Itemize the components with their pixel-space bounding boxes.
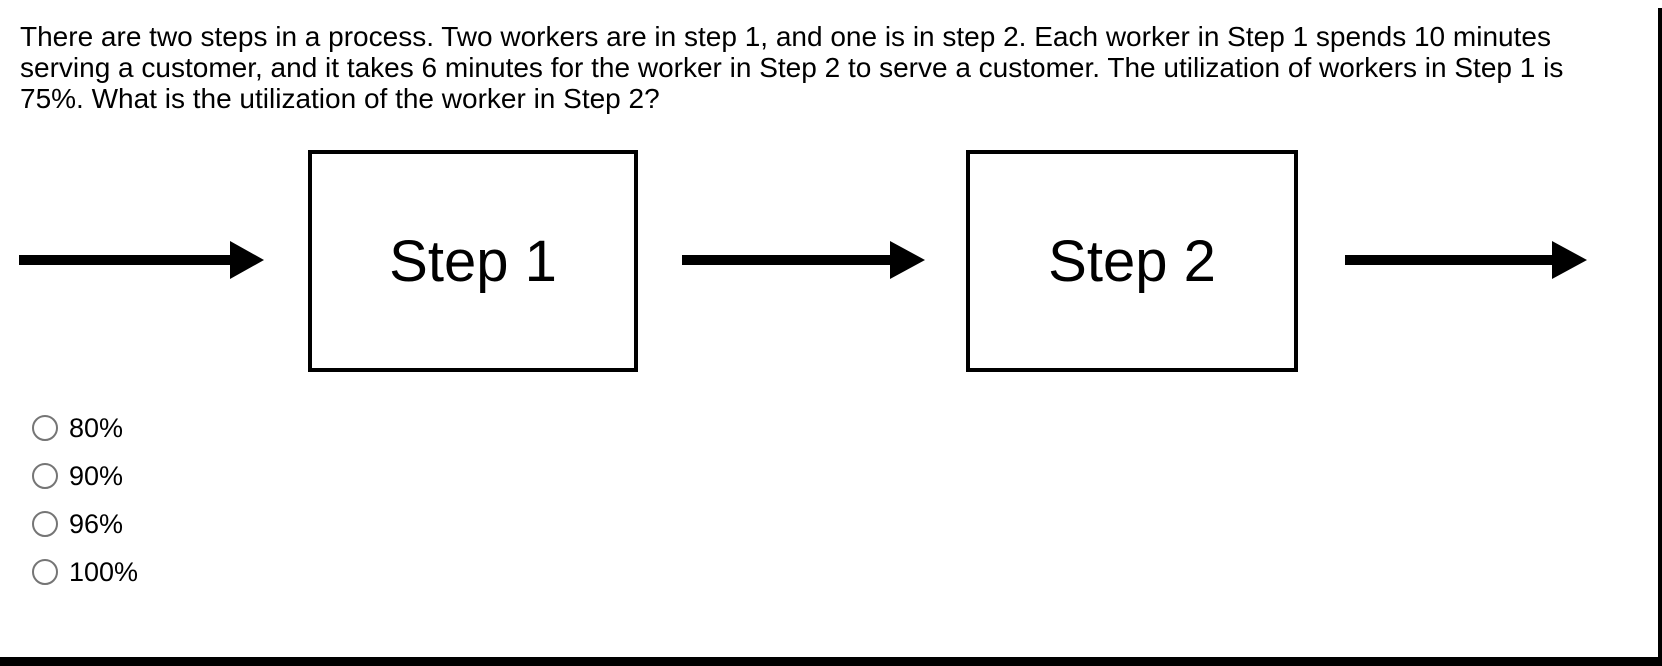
step-1-box: Step 1 (308, 150, 638, 372)
input-arrow (19, 241, 264, 279)
radio-button-96[interactable] (32, 511, 58, 537)
step-1-label: Step 1 (389, 228, 557, 294)
between-arrow (682, 241, 925, 279)
question-text: There are two steps in a process. Two wo… (20, 21, 1564, 114)
step-2-box: Step 2 (966, 150, 1298, 372)
option-label-80[interactable]: 80% (69, 412, 124, 443)
window-right-border (1658, 8, 1662, 666)
option-row-96[interactable]: 96% (32, 500, 138, 548)
option-label-90[interactable]: 90% (69, 460, 124, 491)
radio-button-80[interactable] (32, 415, 58, 441)
option-row-100[interactable]: 100% (32, 548, 138, 596)
step-2-label: Step 2 (1048, 228, 1216, 294)
output-arrow (1345, 241, 1587, 279)
radio-button-100[interactable] (32, 559, 58, 585)
radio-button-90[interactable] (32, 463, 58, 489)
option-label-100[interactable]: 100% (69, 556, 139, 587)
option-label-96[interactable]: 96% (69, 508, 124, 539)
answer-options: 80% 90% 96% 100% (32, 404, 138, 596)
option-row-80[interactable]: 80% (32, 404, 138, 452)
option-row-90[interactable]: 90% (32, 452, 138, 500)
window-bottom-border (0, 657, 1662, 666)
